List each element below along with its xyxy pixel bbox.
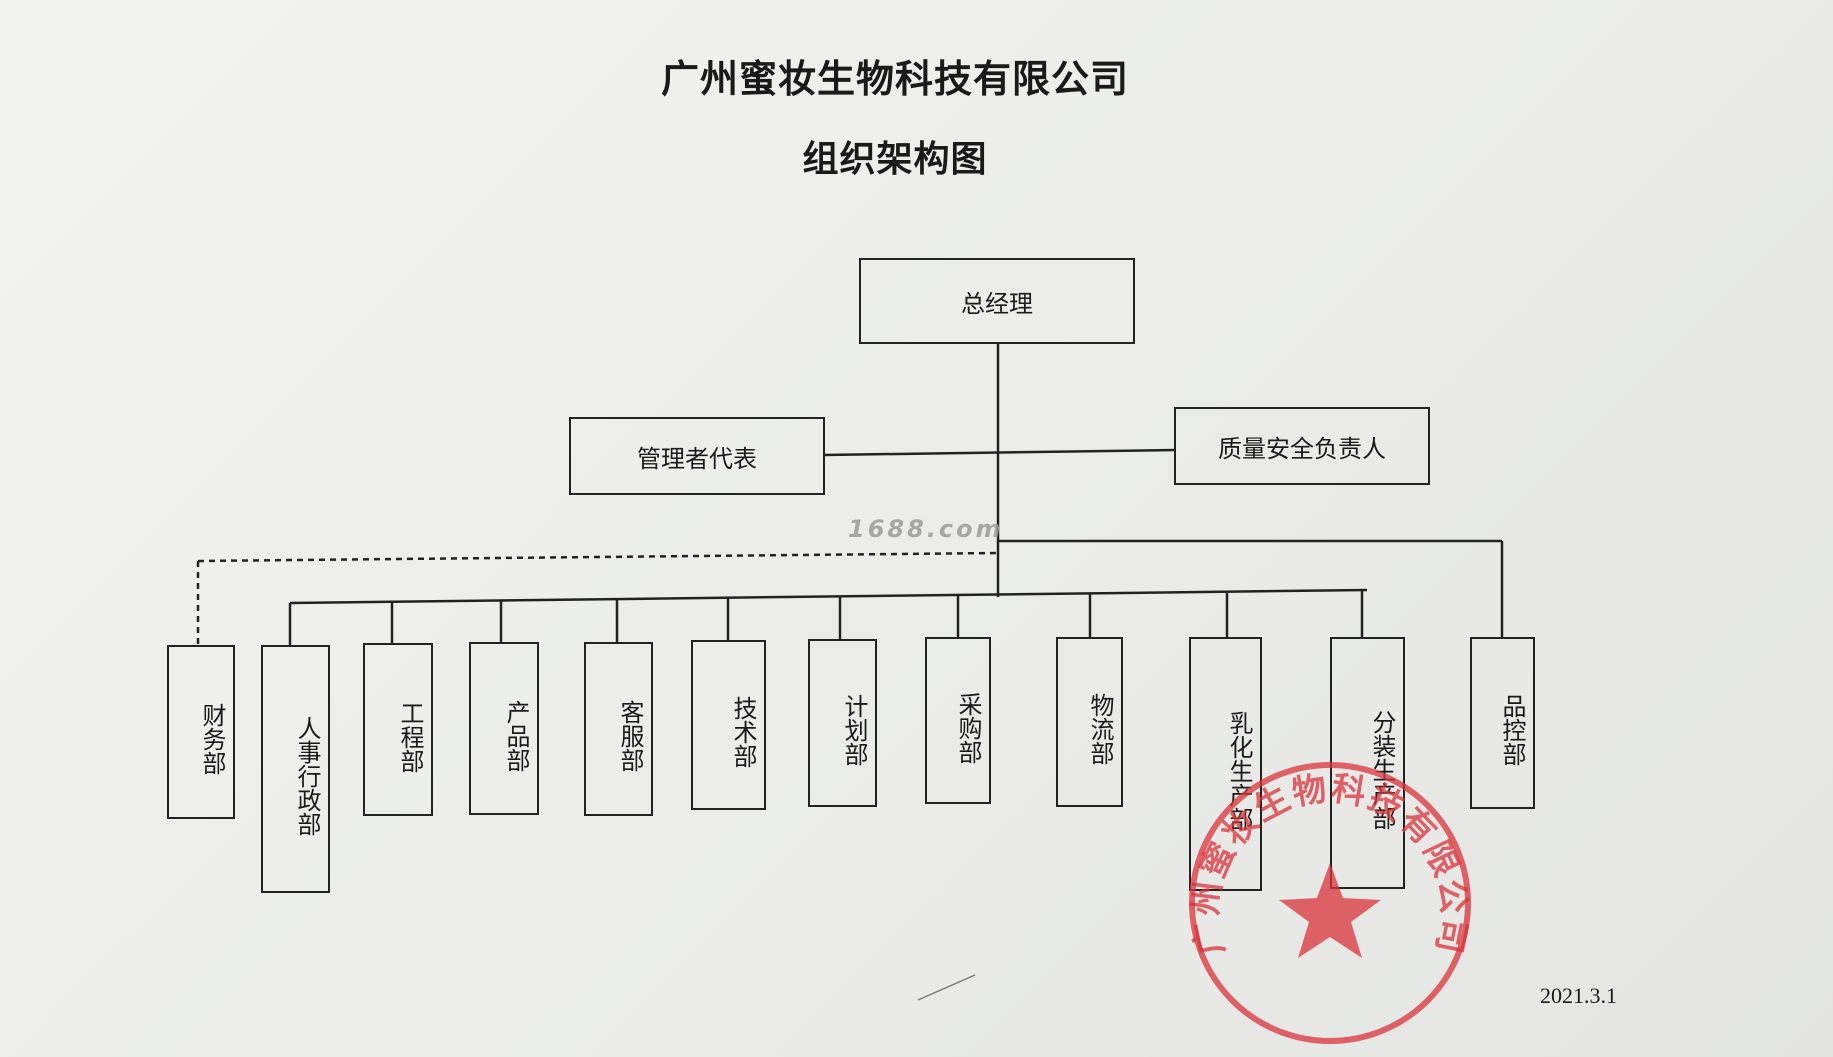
seal-star-icon bbox=[1279, 863, 1381, 958]
dept-label: 产品部 bbox=[502, 699, 530, 772]
mgmt-rep-box: 管理者代表 bbox=[569, 417, 825, 495]
dept-box-finance: 财务部 bbox=[167, 645, 235, 819]
company-title: 广州蜜妆生物科技有限公司 bbox=[660, 57, 1129, 101]
gm-box: 总经理 bbox=[859, 258, 1135, 344]
pen-mark bbox=[917, 974, 976, 1001]
dept-box-logistics: 物流部 bbox=[1056, 637, 1123, 807]
side-branch-line bbox=[823, 448, 1176, 457]
dept-label: 品控部 bbox=[1498, 694, 1526, 766]
dept-box-hr-admin: 人事行政部 bbox=[261, 645, 330, 893]
mgmt-rep-label: 管理者代表 bbox=[637, 444, 757, 473]
quality-safety-box: 质量安全负责人 bbox=[1174, 407, 1430, 485]
dept-box-quality-control: 品控部 bbox=[1470, 637, 1535, 809]
dept-label: 物流部 bbox=[1086, 693, 1114, 765]
watermark-1688: 1688.com bbox=[848, 515, 1004, 543]
dept-label: 客服部 bbox=[616, 700, 644, 772]
dept-label: 采购部 bbox=[954, 691, 982, 764]
dept-box-product: 产品部 bbox=[469, 642, 539, 815]
chart-title: 组织架构图 bbox=[802, 139, 988, 180]
dept-box-customer-service: 客服部 bbox=[584, 642, 653, 816]
dept-label: 人事行政部 bbox=[293, 716, 321, 836]
dept-label: 财务部 bbox=[198, 703, 226, 775]
dept-label: 计划部 bbox=[840, 694, 868, 766]
gm-label: 总经理 bbox=[961, 289, 1033, 318]
company-seal: 广州蜜妆生物科技有限公司 bbox=[1186, 762, 1472, 1044]
dept-box-planning: 计划部 bbox=[808, 639, 877, 807]
dept-box-engineering: 工程部 bbox=[363, 643, 433, 816]
document-date: 2021.3.1 bbox=[1540, 983, 1617, 1008]
dept-box-technology: 技术部 bbox=[691, 640, 766, 810]
quality-safety-label: 质量安全负责人 bbox=[1218, 434, 1386, 463]
finance-dashed-line bbox=[197, 551, 999, 563]
department-bus-line bbox=[289, 588, 1368, 605]
dept-label: 技术部 bbox=[729, 696, 757, 768]
dept-box-purchasing: 采购部 bbox=[925, 637, 991, 804]
dept-label: 工程部 bbox=[396, 700, 424, 773]
